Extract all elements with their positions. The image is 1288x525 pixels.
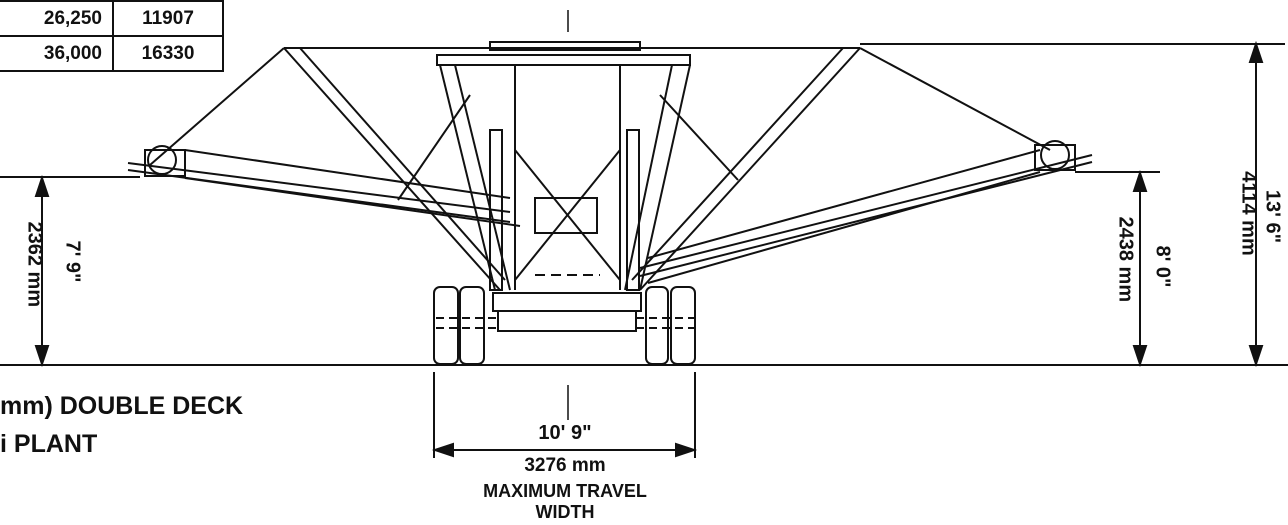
table-cell: 36,000 <box>0 35 114 72</box>
chassis <box>492 292 642 312</box>
left-head-pulley <box>147 145 177 175</box>
table-cell: 26,250 <box>0 0 114 37</box>
table-cell: 16330 <box>112 35 224 72</box>
left-conveyor <box>127 162 511 213</box>
overall-height-metric: 4114 mm <box>1237 171 1260 256</box>
left-outer-support <box>283 47 501 291</box>
table-row: 26,250 11907 <box>0 0 224 37</box>
left-height-imperial: 7' 9" <box>61 240 84 283</box>
title-line-2: i PLANT <box>0 430 98 458</box>
left-height-metric: 2362 mm <box>23 221 46 308</box>
overall-height-imperial: 13' 6" <box>1261 189 1284 244</box>
weight-table: 26,250 11907 36,000 16330 <box>0 0 224 72</box>
hopper <box>439 64 496 291</box>
right-conveyor <box>639 154 1093 269</box>
width-imperial: 10' 9" <box>538 422 592 444</box>
width-caption-line-2: WIDTH <box>535 502 595 522</box>
right-height-imperial: 8' 0" <box>1151 245 1174 288</box>
right-height-metric: 2438 mm <box>1114 216 1137 303</box>
table-row: 36,000 16330 <box>0 35 224 72</box>
wheel-right-outer <box>670 286 696 365</box>
table-cell: 11907 <box>112 0 224 37</box>
width-metric: 3276 mm <box>524 455 606 476</box>
wheel-left-outer <box>433 286 459 365</box>
width-caption-line-1: MAXIMUM TRAVEL <box>483 481 647 501</box>
title-line-1: mm) DOUBLE DECK <box>0 392 244 420</box>
